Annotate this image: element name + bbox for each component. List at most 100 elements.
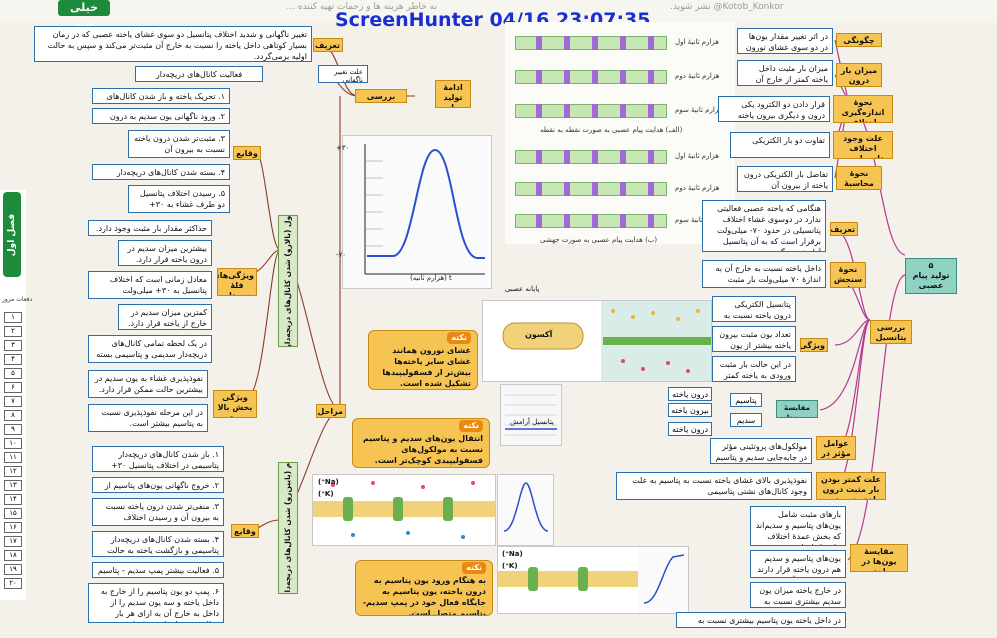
review-checkbox[interactable]: ۸ [4, 410, 22, 421]
features-label: ویژگی [800, 338, 828, 352]
why-label: علت کمتر بودن بار مثبت درون یاخته نسبت ب… [816, 472, 886, 500]
node-segment [536, 182, 542, 196]
review-count-label: دفعات مرور [2, 296, 33, 303]
measure-q-label: نحوهٔ اندازه‌گیری اختلاف پتانسیل الکتریک… [833, 95, 893, 123]
calc-q-text: تفاضل بار الکتریکی درون یاخته از بیرون آ… [737, 166, 833, 192]
conduction-panel [505, 22, 735, 244]
graph-y-top: +۳۰ [336, 144, 350, 152]
resting-graph-label: پتانسیل آرامش [510, 418, 554, 426]
event2-item-4: ۴. بسته شدن کانال‌های دریچه‌دار پتاسیمی … [92, 531, 224, 557]
axon-fiber [515, 36, 667, 50]
graph-y-bottom: -۷۰ [336, 251, 347, 259]
node-segment [564, 104, 570, 118]
action-definition-text: تغییر ناگهانی و شدید اختلاف پتانسیل دو س… [34, 26, 312, 62]
events2-label: وقایع [231, 524, 259, 538]
fiber-time-label: هزارم ثانیهٔ دوم [675, 184, 720, 192]
node-segment [592, 150, 598, 164]
review-checkbox[interactable]: ۳ [4, 340, 22, 351]
review-checkbox[interactable]: ۱۰ [4, 438, 22, 449]
node-segment [564, 182, 570, 196]
review-checkbox[interactable]: ۱۲ [4, 466, 22, 477]
note-1-title: نکته [447, 332, 471, 344]
feature-item-2: تعداد یون مثبت بیرون یاخته بیشتر از یون … [712, 326, 796, 352]
node-segment [536, 104, 542, 118]
continue-message-title: ادامهٔ تولید پیام عصبی [435, 80, 471, 108]
peak-item-1: حداکثر مقدار بار مثبت وجود دارد. [88, 220, 212, 236]
axon-fiber [515, 104, 667, 118]
node-segment [592, 70, 598, 84]
cause-q-label: علت وجود اختلاف پتانسیل بین دو سوی غشای … [833, 131, 893, 159]
review-checkbox[interactable]: ۱۶ [4, 522, 22, 533]
node-segment [620, 104, 626, 118]
chapter-tab[interactable]: فصل اول [3, 192, 21, 277]
strip2-na: (Na⁺) [502, 550, 523, 558]
review-checkbox[interactable]: ۱۹ [4, 564, 22, 575]
review-checkbox[interactable]: ۲ [4, 326, 22, 337]
axon-membrane-panel [482, 300, 712, 382]
factors-label: عوامل مؤثر در ایجاد آن [816, 436, 856, 460]
node-segment [592, 214, 598, 228]
node-segment [564, 36, 570, 50]
note-3-text: به هنگام ورود یون پتاسیم به درون یاخته، … [362, 576, 486, 616]
event1-item-3: ۳. مثبت‌تر شدن درون یاخته نسبت به بیرون … [128, 130, 230, 158]
membrane-channel-strip-2 [497, 546, 689, 614]
review-checkbox[interactable]: ۷ [4, 396, 22, 407]
note-3: نکته به هنگام ورود یون پتاسیم به درون یا… [355, 560, 493, 616]
node-segment [536, 70, 542, 84]
review-checkbox[interactable]: ۱۸ [4, 550, 22, 561]
axon-fiber [515, 150, 667, 164]
main-topic-box: ۵ تولید پیام عصبی [905, 258, 957, 294]
caption-b: (ب) هدایت پیام عصبی به صورت جهشی [540, 236, 658, 244]
action-potential-curve [364, 144, 485, 275]
rising-item-2: در این مرحله نفوذپذیری نسبت به پتاسیم بی… [88, 404, 208, 432]
why-text: نفوذپذیری بالای غشای یاخته نسبت به پتاسی… [616, 472, 812, 500]
channel-strip-1-art [313, 481, 495, 539]
rising-feature-label: ویژگی بخش بالا روی پتانسیل عمل [213, 390, 257, 418]
review-checkbox[interactable]: ۶ [4, 382, 22, 393]
note-2: نکته انتقال یون‌های سدیم و پتاسیم نسبت ب… [352, 418, 490, 468]
charge-q-label: میزان بار درون یاخته و بیرون آن [836, 63, 882, 87]
stages-label: مراحل [316, 404, 346, 418]
review-checkbox[interactable]: ۱۵ [4, 508, 22, 519]
peak-features-label: ویژگی‌های قلهٔ نمودار [217, 268, 257, 296]
event2-item-6: ۶. پمپ دو یون پتاسیم را از خارج به داخل … [88, 583, 224, 623]
note-2-title: نکته [459, 420, 483, 432]
compare-item-1: بارهای مثبت شامل یون‌های پتاسیم و سدیم‌ا… [750, 506, 846, 546]
node-segment [648, 104, 654, 118]
event1-item-5: ۵. رسیدن اختلاف پتانسیل دو طرف غشاء به ۳… [128, 185, 230, 213]
review-checkbox[interactable]: ۱۷ [4, 536, 22, 547]
k-inside-tag: درون یاخته [668, 387, 712, 401]
node-segment [620, 182, 626, 196]
compare-title: مقایسهٔ یون‌ها در یاخته [850, 544, 908, 572]
node-segment [648, 36, 654, 50]
node-segment [648, 70, 654, 84]
review-checkbox[interactable]: ۹ [4, 424, 22, 435]
node-segment [536, 214, 542, 228]
measure-text: داخل یاخته نسبت به خارج آن به اندازهٔ ۷۰… [702, 260, 826, 288]
axon-fiber [515, 214, 667, 228]
review-checkbox[interactable]: ۱۳ [4, 480, 22, 491]
na-inside-tag: درون یاخته [668, 422, 712, 436]
feature-item-3: در این حالت بار مثبت ورودی به یاخته کمتر… [712, 356, 796, 382]
node-segment [564, 150, 570, 164]
review-checkbox[interactable]: ۱ [4, 312, 22, 323]
caption-a: (الف) هدایت پیام عصبی به صورت نقطه به نق… [540, 126, 683, 134]
review-checkbox[interactable]: ۴ [4, 354, 22, 365]
compare-item-3: در خارج یاخته میزان یون سدیم بیشتری نسبت… [750, 582, 846, 608]
how-label: چگونگی تولید [836, 33, 882, 47]
membrane-channel-strip-1 [312, 474, 496, 546]
strip1-na: (Na⁺) [318, 478, 339, 486]
review-checkbox[interactable]: ۱۱ [4, 452, 22, 463]
review-checkbox[interactable]: ۲۰ [4, 578, 22, 589]
review-checkbox[interactable]: ۵ [4, 368, 22, 379]
peak-item-4: کمترین میزان سدیم در خارج از یاخته قرار … [118, 304, 212, 330]
axon-illustration [502, 301, 711, 381]
strip2-k: (K⁺) [502, 562, 518, 570]
axon-label: آکسون [525, 330, 553, 339]
measure-label: نحوهٔ سنجش بار الکتریکی [830, 262, 866, 288]
review-checkbox[interactable]: ۱۴ [4, 494, 22, 505]
measure-q-text: قرار دادن دو الکترود یکی درون و دیگری بی… [718, 96, 830, 122]
peak-item-2: بیشترین میزان سدیم در درون یاخته قرار دا… [118, 240, 212, 266]
faded-channel-text: Kotob_Konkor@ نشر شوید. [670, 2, 784, 12]
event1-item-4: ۴. بسته شدن کانال‌های دریچه‌دار سدیمی [92, 164, 230, 180]
